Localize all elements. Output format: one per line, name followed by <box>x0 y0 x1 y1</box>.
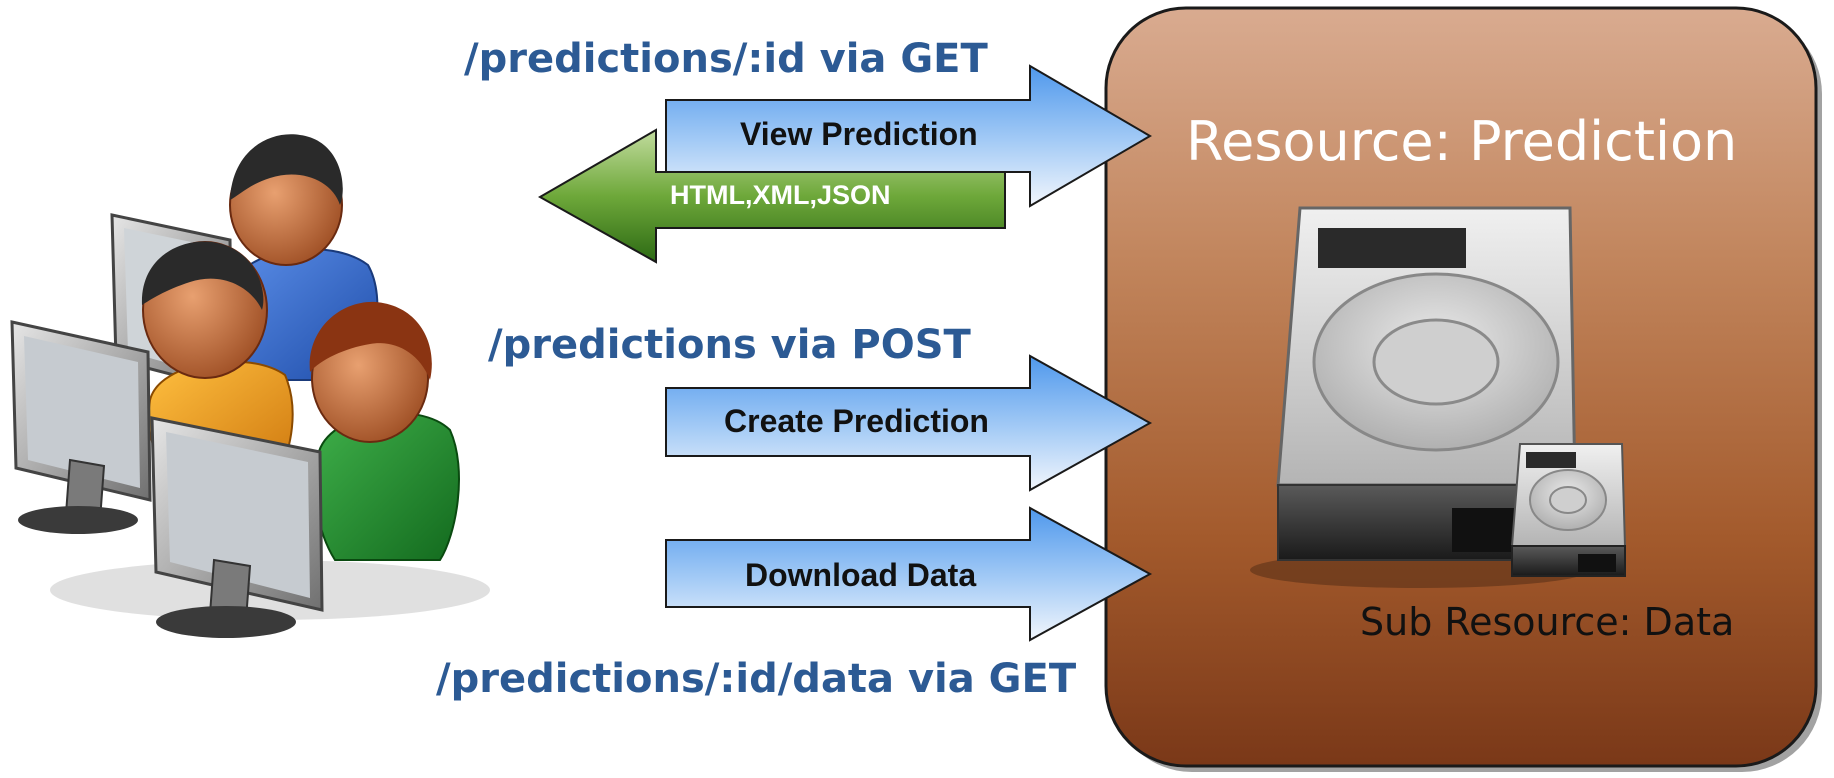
download-request-arrow <box>665 506 1153 642</box>
create-prediction-label: Create Prediction <box>724 403 989 439</box>
view-request-arrow <box>665 64 1152 208</box>
small-hard-drive-icon <box>1510 443 1627 577</box>
create-request-arrow <box>665 354 1153 492</box>
download-route-label: /predictions/:id/data via GET <box>436 656 1077 702</box>
response-formats-label: HTML,XML,JSON <box>670 180 891 210</box>
view-route-label: /predictions/:id via GET <box>464 36 988 82</box>
create-route-label: /predictions via POST <box>488 322 971 368</box>
view-prediction-label: View Prediction <box>740 116 978 152</box>
response-arrow <box>537 128 1006 264</box>
resource-title: Resource: Prediction <box>1186 110 1738 173</box>
sub-resource-label: Sub Resource: Data <box>1360 600 1735 644</box>
users-at-computers-icon <box>10 134 490 638</box>
download-data-label: Download Data <box>745 557 977 593</box>
